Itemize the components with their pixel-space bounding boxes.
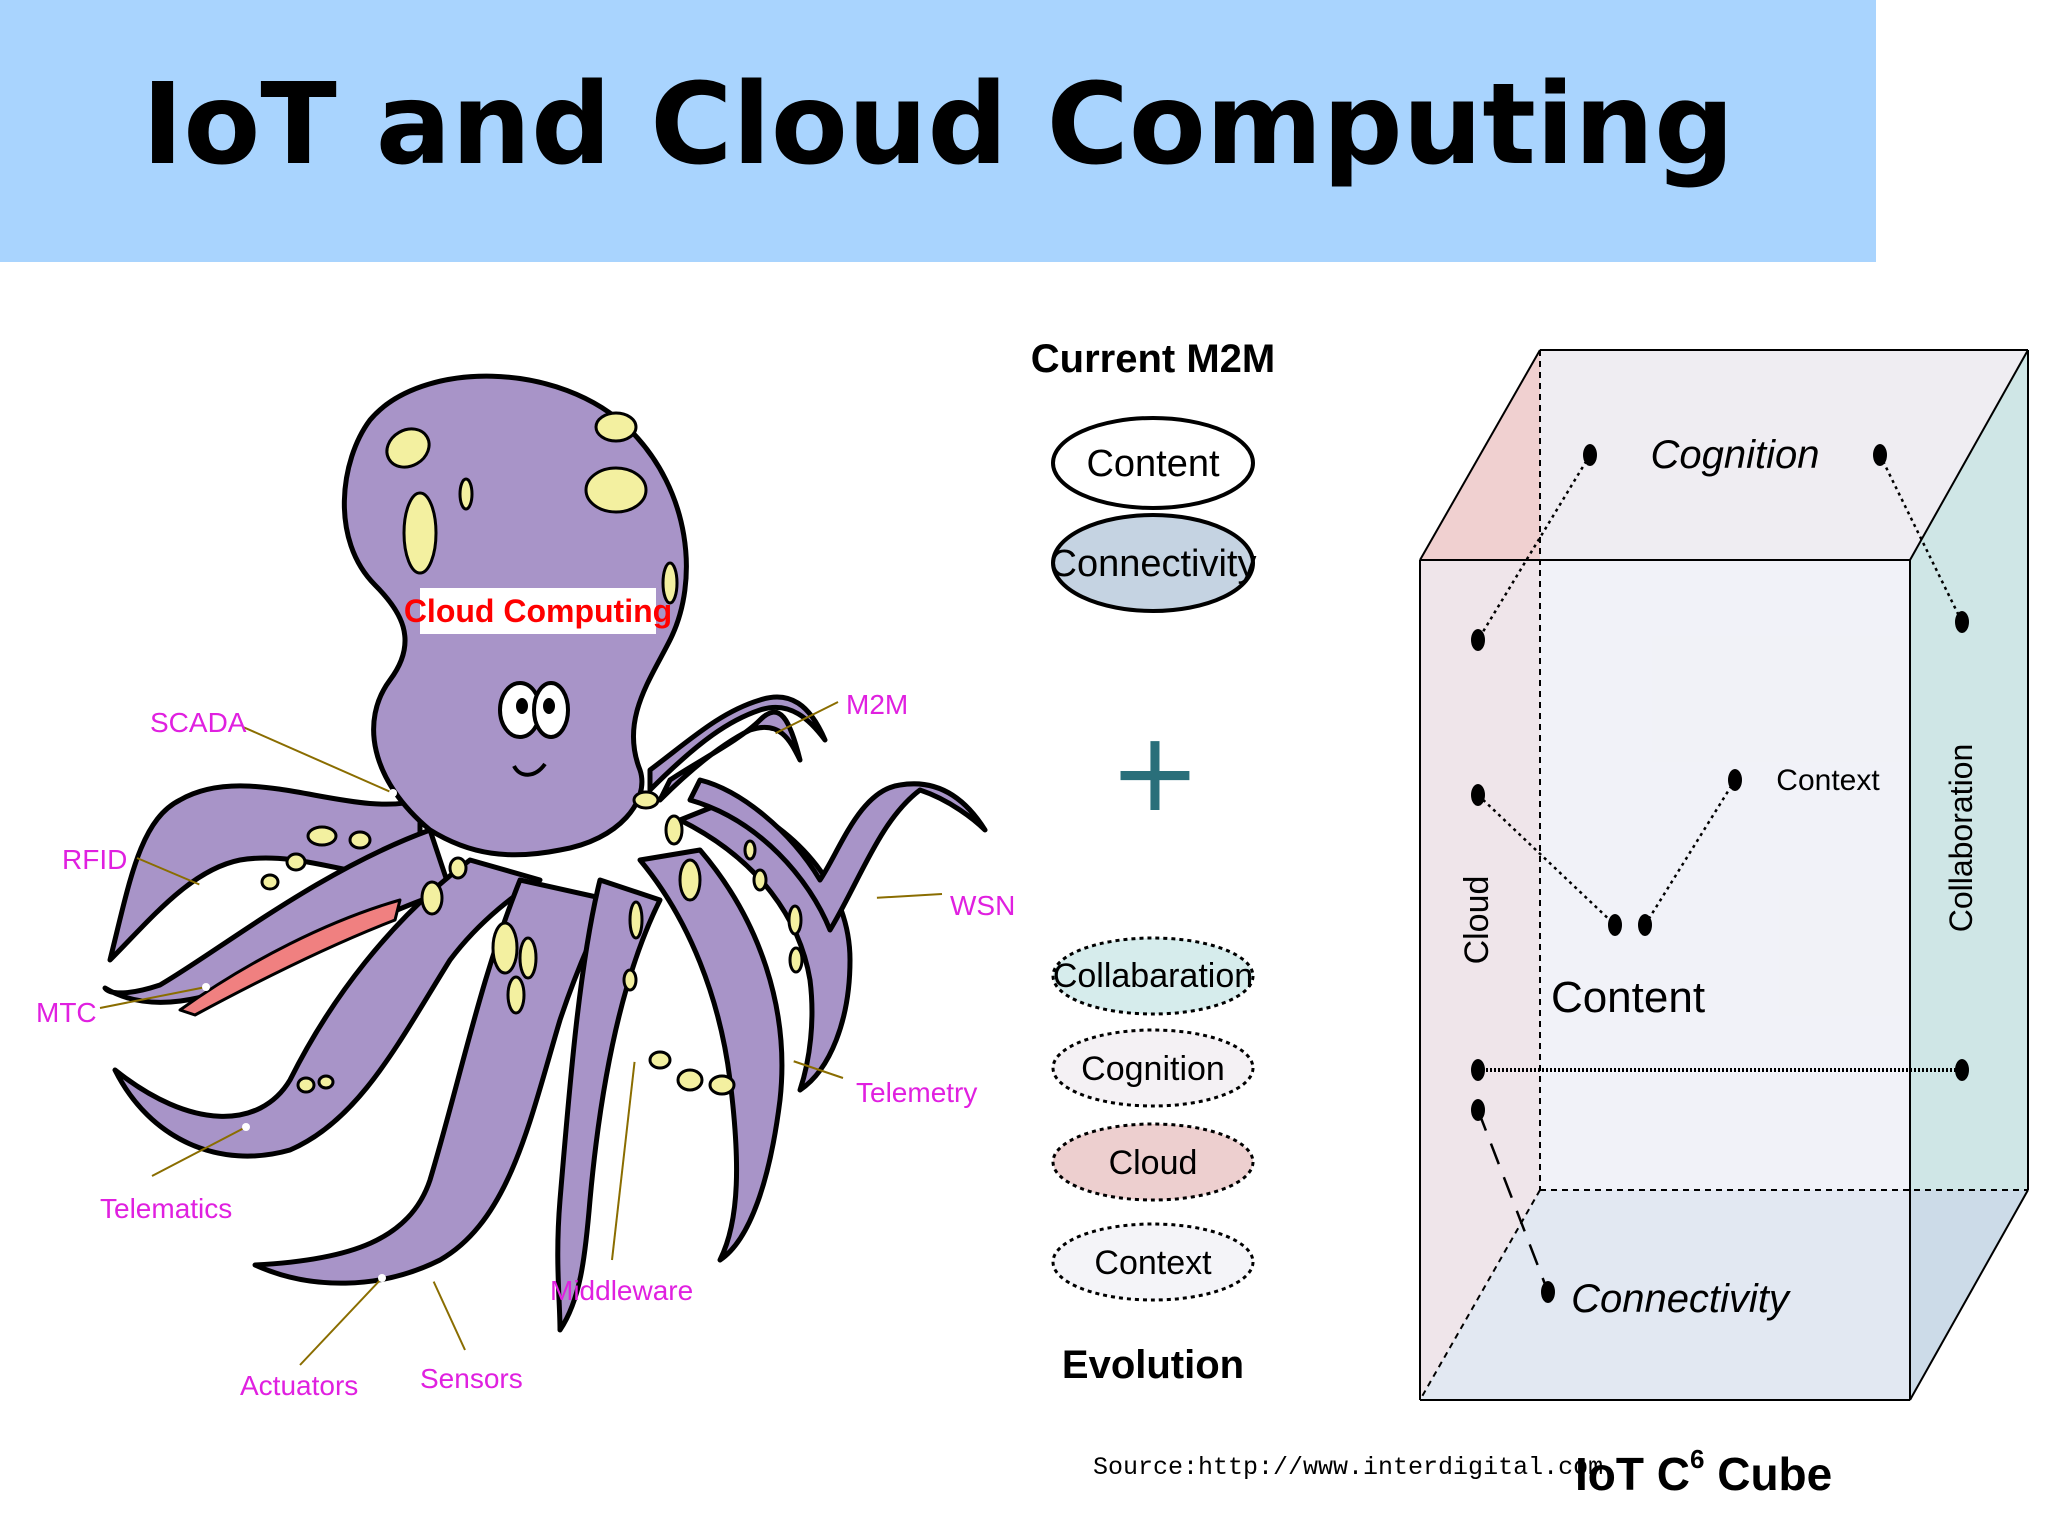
cognition-ellipse bbox=[1051, 1028, 1255, 1108]
cloud-ellipse bbox=[1051, 1122, 1255, 1202]
label-m2m: M2M bbox=[846, 689, 908, 720]
title-banner bbox=[0, 0, 1876, 262]
cube-content-label: Content bbox=[1551, 973, 1705, 1022]
cube-right-face bbox=[1910, 350, 2028, 1400]
cube-collaboration-label: Collaboration bbox=[1943, 744, 1979, 933]
label-actuators: Actuators bbox=[240, 1370, 358, 1401]
connectivity-ellipse-label: Connectivity bbox=[1050, 543, 1257, 585]
content-ellipse-label: Content bbox=[1086, 443, 1220, 485]
cube-front-face bbox=[1420, 560, 1910, 1400]
label-middleware: Middleware bbox=[550, 1275, 693, 1306]
cube-connectivity-label: Connectivity bbox=[1571, 1277, 1792, 1321]
cloud-ellipse-label: Cloud bbox=[1109, 1144, 1198, 1182]
collabaration-ellipse bbox=[1051, 936, 1255, 1016]
plus-sign: + bbox=[1109, 708, 1201, 836]
cube-top-face bbox=[1420, 350, 2028, 560]
content-ellipse bbox=[1051, 416, 1255, 510]
tentacle-bottom-center bbox=[555, 877, 663, 1333]
cloud-computing-label-bg bbox=[420, 588, 656, 634]
m2m-column: Current M2M Content Connectivity + Colla… bbox=[1031, 337, 1275, 1387]
current-m2m-heading: Current M2M bbox=[1031, 337, 1275, 381]
tentacle-upper-right bbox=[657, 709, 803, 803]
tentacle-far-right bbox=[687, 777, 988, 933]
connectivity-ellipse bbox=[1051, 513, 1255, 613]
label-sensors: Sensors bbox=[420, 1363, 523, 1394]
cube-context-label: Context bbox=[1776, 764, 1880, 797]
iot-c6-cube: Cognition Cloud Collaboration Content Co… bbox=[1419, 349, 2029, 1401]
cognition-ellipse-label: Cognition bbox=[1081, 1050, 1225, 1088]
tentacle-bottom-right bbox=[637, 847, 785, 1263]
context-ellipse bbox=[1051, 1222, 1255, 1302]
label-telemetry: Telemetry bbox=[856, 1077, 977, 1108]
octopus-face bbox=[498, 681, 570, 777]
collabaration-ellipse-label: Collabaration bbox=[1053, 957, 1253, 995]
octopus-spots bbox=[260, 411, 804, 1096]
slide-title: IoT and Cloud Computing bbox=[141, 60, 1735, 190]
tentacle-upper-right-2 bbox=[647, 694, 828, 793]
label-rfid: RFID bbox=[62, 844, 127, 875]
octopus-illustration bbox=[102, 373, 988, 1333]
tentacle-inner-pink bbox=[178, 898, 402, 1017]
tentacle-dots bbox=[199, 731, 877, 1282]
label-scada: SCADA bbox=[150, 707, 247, 738]
label-mtc: MTC bbox=[36, 997, 97, 1028]
tentacle-labels: SCADA RFID MTC Telematics Actuators Sens… bbox=[36, 689, 1015, 1401]
mouth bbox=[512, 762, 547, 777]
cube-cognition-label: Cognition bbox=[1650, 433, 1819, 477]
evolution-label: Evolution bbox=[1062, 1343, 1244, 1387]
leader-lines bbox=[99, 701, 943, 1366]
source-citation: Source:http://www.interdigital.com bbox=[1093, 1453, 1603, 1482]
label-telematics: Telematics bbox=[100, 1193, 232, 1224]
tentacle-lower-left bbox=[112, 857, 543, 1159]
cube-caption: IoT C6 Cube bbox=[1575, 1444, 1832, 1500]
label-wsn: WSN bbox=[950, 890, 1015, 921]
context-ellipse-label: Context bbox=[1094, 1244, 1212, 1282]
cloud-computing-label: Cloud Computing bbox=[404, 593, 672, 629]
cube-cloud-label: Cloud bbox=[1458, 876, 1496, 965]
